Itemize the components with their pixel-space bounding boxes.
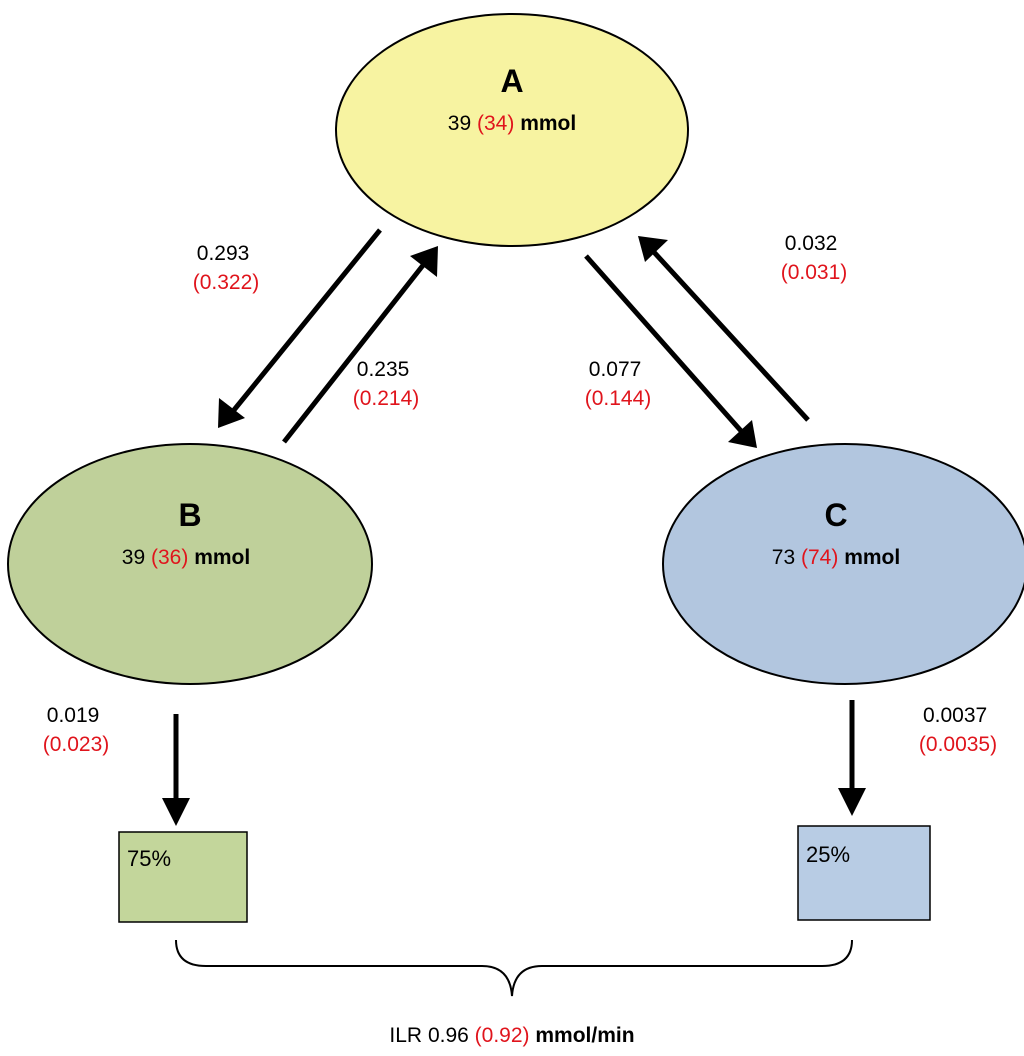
node-a-amount: 39 (34) mmol <box>448 112 576 135</box>
output-box-b <box>118 831 248 923</box>
rate-a-to-b: 0.293 (0.322) <box>193 242 260 294</box>
node-c-amount: 73 (74) mmol <box>772 546 900 569</box>
rate-b-to-a-alt: (0.214) <box>353 387 420 410</box>
rate-b-to-a-value: 0.235 <box>357 358 410 381</box>
node-b-value: 39 <box>122 546 145 569</box>
arrow-a-to-b <box>218 228 382 428</box>
node-a-title: A <box>500 63 523 99</box>
node-b-alt-value: (36) <box>151 546 188 569</box>
node-c-value: 73 <box>772 546 795 569</box>
total-brace <box>175 939 853 997</box>
arrow-b-to-a <box>282 246 438 444</box>
rate-b-to-a: 0.235 (0.214) <box>353 358 420 410</box>
node-a-ellipse <box>335 13 689 247</box>
node-b-ellipse <box>7 443 373 685</box>
rate-b-out: 0.019 (0.023) <box>43 704 110 756</box>
rate-a-to-b-value: 0.293 <box>197 242 250 265</box>
arrow-c-out <box>838 700 866 816</box>
rate-c-out: 0.0037 (0.0035) <box>919 704 997 756</box>
output-box-b-percent: 75% <box>127 846 171 871</box>
node-a-value: 39 <box>448 112 471 135</box>
ilr-value: 0.96 <box>428 1024 469 1047</box>
node-c-unit: mmol <box>844 546 900 569</box>
node-b-unit: mmol <box>194 546 250 569</box>
node-b-title: B <box>178 497 201 533</box>
rate-a-to-c: 0.077 (0.144) <box>585 358 652 410</box>
ilr-name: ILR <box>389 1024 422 1047</box>
rate-a-to-b-alt: (0.322) <box>193 271 260 294</box>
rate-c-out-alt: (0.0035) <box>919 733 997 756</box>
rate-c-to-a-value: 0.032 <box>785 232 838 255</box>
output-box-c <box>797 825 931 921</box>
rate-a-to-c-alt: (0.144) <box>585 387 652 410</box>
arrow-b-out <box>162 714 190 826</box>
node-c-ellipse <box>662 443 1024 685</box>
rate-c-out-value: 0.0037 <box>923 704 987 727</box>
ilr-alt-value: (0.92) <box>475 1024 530 1047</box>
rate-c-to-a: 0.032 (0.031) <box>781 232 848 284</box>
node-c-alt-value: (74) <box>801 546 838 569</box>
arrow-c-to-a <box>638 236 810 422</box>
ilr-label: ILR 0.96 (0.92) mmol/min <box>389 1024 634 1047</box>
ilr-unit: mmol/min <box>535 1024 634 1047</box>
rate-a-to-c-value: 0.077 <box>589 358 642 381</box>
node-a-alt-value: (34) <box>477 112 514 135</box>
node-c-title: C <box>824 497 847 533</box>
arrow-a-to-c <box>584 254 757 448</box>
rate-c-to-a-alt: (0.031) <box>781 261 848 284</box>
rate-b-out-alt: (0.023) <box>43 733 110 756</box>
node-b-amount: 39 (36) mmol <box>122 546 250 569</box>
rate-b-out-value: 0.019 <box>47 704 100 727</box>
output-box-c-percent: 25% <box>806 842 850 867</box>
node-a-unit: mmol <box>520 112 576 135</box>
